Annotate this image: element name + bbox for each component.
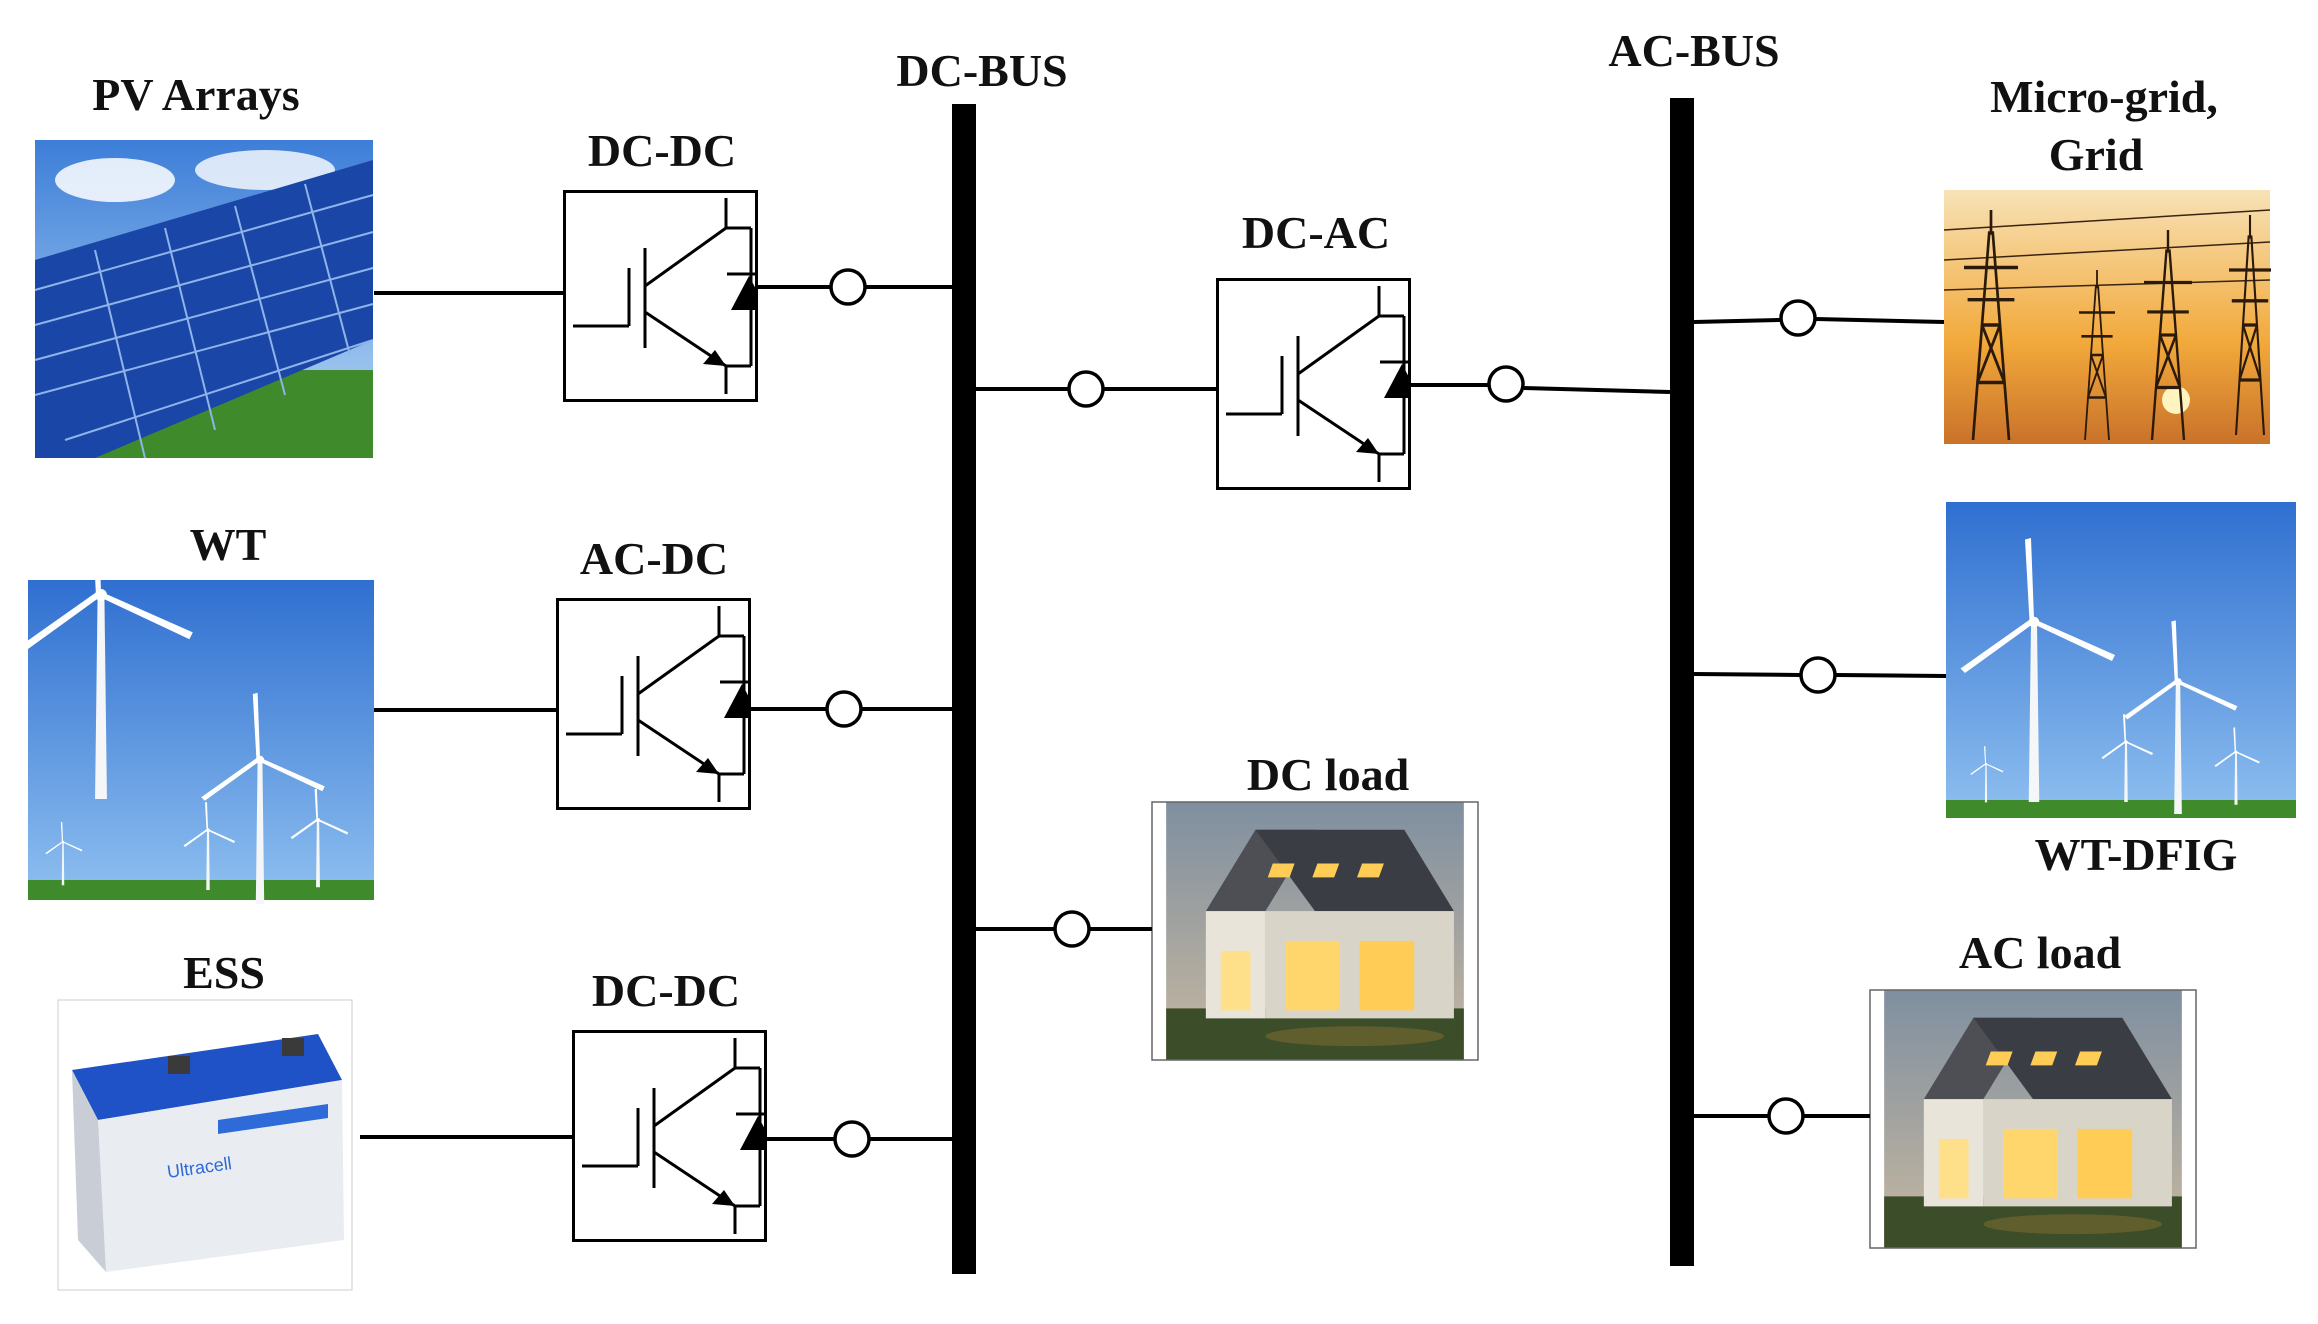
acdc-converter (556, 598, 751, 810)
breaker-icon (833, 1120, 871, 1158)
breaker-icon (1779, 299, 1817, 337)
pv-arrays-label: PV Arrays (92, 69, 299, 120)
pv-array-image (34, 140, 374, 459)
dc-bus-bar (952, 104, 976, 1274)
breaker-icon (825, 690, 863, 728)
wind-turbine-image (17, 499, 374, 904)
acbus-grid-wire-a (1693, 318, 1781, 324)
ac-load-house-image (1869, 989, 2197, 1249)
grid-label-line1: Micro-grid, (1990, 71, 2218, 122)
dc-load-house-image (1151, 801, 1479, 1061)
breaker-icon (1053, 910, 1091, 948)
battery-image: Ultracell (57, 999, 353, 1291)
breaker-icon (829, 268, 867, 306)
dcac-acbus-wire-b (1523, 386, 1671, 394)
ac-load-label: AC load (1959, 927, 2122, 978)
acbus-dfig-wire-a (1693, 672, 1801, 677)
dcdc-top-converter (563, 190, 758, 402)
ess-label: ESS (183, 947, 265, 998)
dcdc-top-label: DC-DC (588, 125, 736, 176)
ac-bus-bar (1670, 98, 1694, 1266)
dcdc-bottom-label: DC-DC (592, 965, 740, 1016)
dcdc-bottom-converter (572, 1030, 767, 1242)
breaker-icon (1767, 1097, 1805, 1135)
breaker-icon (1067, 370, 1105, 408)
breaker-icon (1487, 365, 1525, 403)
wt-label: WT (190, 519, 267, 570)
dcac-converter (1216, 278, 1411, 490)
power-grid-image (1943, 190, 2273, 444)
ac-bus-label: AC-BUS (1608, 25, 1779, 76)
acbus-grid-wire-b (1815, 317, 1945, 324)
acdc-label: AC-DC (580, 533, 728, 584)
grid-label-line2: Grid (2049, 129, 2144, 180)
breaker-icon (1799, 656, 1837, 694)
dc-load-label: DC load (1247, 749, 1410, 800)
dc-bus-label: DC-BUS (896, 45, 1067, 96)
wt-dfig-label: WT-DFIG (2035, 829, 2238, 880)
wt-dfig-image (1946, 502, 2296, 818)
dcac-label: DC-AC (1242, 207, 1390, 258)
acbus-dfig-wire-b (1835, 673, 1947, 678)
